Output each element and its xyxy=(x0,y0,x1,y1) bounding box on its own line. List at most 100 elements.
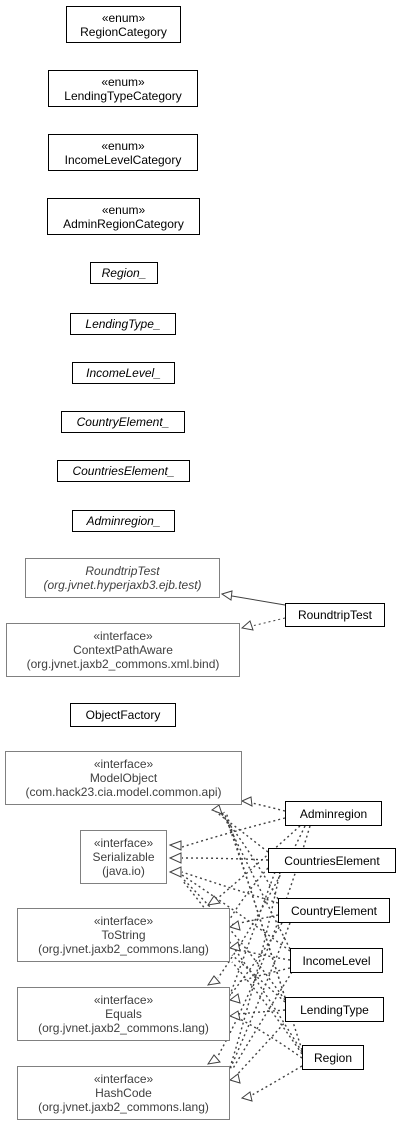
box-line: Region_ xyxy=(101,266,147,280)
box-line: Equals xyxy=(105,1007,142,1021)
box-line: «enum» xyxy=(101,74,145,89)
box-line: «interface» xyxy=(93,629,153,643)
box-line: LendingType xyxy=(300,1002,369,1017)
box-line: (org.jvnet.jaxb2_commons.lang) xyxy=(38,1021,209,1035)
box-line: ModelObject xyxy=(89,771,158,785)
box-line: «interface» xyxy=(93,757,154,771)
enum-income-level-category[interactable]: «enum»IncomeLevelCategory xyxy=(48,134,198,171)
box-line: ToString xyxy=(101,928,146,942)
box-line: RoundtripTest xyxy=(85,564,160,578)
edge-region-modelobject xyxy=(225,811,303,1051)
edge-countrieselement-modelobject xyxy=(215,811,269,853)
class-region-meta[interactable]: Region_ xyxy=(90,262,158,284)
arrowhead-serializable-2 xyxy=(168,852,182,864)
arrowhead-contextpathaware xyxy=(240,620,254,631)
box-line: Serializable xyxy=(92,850,155,864)
interface-model-object[interactable]: «interface»ModelObject(com.hack23.cia.mo… xyxy=(5,751,242,805)
edge-countryelement-equals xyxy=(227,922,283,999)
edge-incomelevel-tostring xyxy=(231,947,291,961)
enum-region-category[interactable]: «enum»RegionCategory xyxy=(66,6,181,43)
arrowhead-tostring-top xyxy=(206,895,221,906)
arrowhead-equals-2 xyxy=(228,1010,241,1021)
edge-implements-contextpathaware xyxy=(251,617,286,627)
arrowhead-tostring-2 xyxy=(228,941,241,952)
arrowhead-tostring-1 xyxy=(228,920,241,931)
box-line: «interface» xyxy=(93,914,154,928)
edge-countrieselement-serializable xyxy=(181,857,269,861)
box-line: CountriesElement xyxy=(284,853,380,868)
box-line: IncomeLevel xyxy=(302,953,371,968)
enum-admin-region-category[interactable]: «enum»AdminRegionCategory xyxy=(47,198,200,235)
class-income-level[interactable]: IncomeLevel xyxy=(290,948,383,973)
enum-lending-type-category[interactable]: «enum»LendingTypeCategory xyxy=(48,70,198,107)
box-line: (java.io) xyxy=(102,864,145,878)
class-region[interactable]: Region xyxy=(302,1045,364,1070)
edge-incomelevel-modelobject xyxy=(221,811,291,950)
box-line: AdminRegionCategory xyxy=(63,216,184,231)
edge-lendingtype-tostring xyxy=(231,954,286,1003)
box-line: «enum» xyxy=(101,202,146,217)
interface-equals[interactable]: «interface»Equals(org.jvnet.jaxb2_common… xyxy=(17,987,230,1041)
class-lending-type[interactable]: LendingType xyxy=(285,997,384,1022)
edge-incomelevel-equals xyxy=(237,967,291,983)
arrowhead-equals-top xyxy=(206,975,221,986)
box-line: IncomeLevelCategory xyxy=(64,152,182,167)
arrowhead-modelobject-2 xyxy=(210,804,223,815)
arrowhead-equals-1 xyxy=(228,993,241,1004)
box-line: Region xyxy=(313,1050,353,1065)
class-income-level-meta[interactable]: IncomeLevel_ xyxy=(72,362,175,384)
box-line: (com.hack23.cia.model.common.api) xyxy=(25,785,222,799)
edge-adminregion-serializable xyxy=(181,817,286,848)
class-object-factory[interactable]: ObjectFactory xyxy=(70,703,176,727)
arrowhead-hashcode-2 xyxy=(240,1091,253,1102)
edge-region-equals xyxy=(237,1017,303,1059)
box-line: LendingTypeCategory xyxy=(64,88,182,103)
edge-adminregion-modelobject xyxy=(251,802,286,812)
interface-context-path-aware[interactable]: «interface»ContextPathAware(org.jvnet.ja… xyxy=(6,623,240,677)
box-line: «enum» xyxy=(101,138,145,153)
edge-countrieselement-equals xyxy=(225,871,276,1007)
box-line: (org.jvnet.jaxb2_commons.lang) xyxy=(38,942,209,956)
class-lending-type-meta[interactable]: LendingType_ xyxy=(70,313,176,335)
class-adminregion[interactable]: Adminregion xyxy=(285,801,382,826)
box-line: ContextPathAware xyxy=(73,643,173,657)
box-line: «interface» xyxy=(93,836,154,850)
interface-serializable[interactable]: «interface»Serializable(java.io) xyxy=(80,830,167,884)
class-roundtrip-test-base[interactable]: RoundtripTest(org.jvnet.hyperjaxb3.ejb.t… xyxy=(25,558,220,598)
interface-to-string[interactable]: «interface»ToString(org.jvnet.jaxb2_comm… xyxy=(17,908,230,962)
box-line: Adminregion_ xyxy=(86,514,161,528)
box-line: CountryElement xyxy=(290,903,378,918)
arrowhead-serializable-1 xyxy=(168,840,182,851)
box-line: (org.jvnet.jaxb2_commons.xml.bind) xyxy=(26,657,220,671)
box-line: RoundtripTest xyxy=(297,608,373,622)
arrowhead-roundtriptest-base xyxy=(220,590,233,601)
edge-extends-roundtriptest xyxy=(231,595,286,606)
class-roundtrip-test[interactable]: RoundtripTest xyxy=(285,603,385,627)
box-line: RegionCategory xyxy=(80,24,167,39)
box-line: «interface» xyxy=(93,1072,154,1086)
box-line: (org.jvnet.jaxb2_commons.lang) xyxy=(38,1100,209,1114)
arrowhead-hashcode-top xyxy=(206,1054,221,1065)
box-line: IncomeLevel_ xyxy=(86,366,161,380)
arrowhead-serializable-3 xyxy=(168,866,182,878)
class-countries-element-meta[interactable]: CountriesElement_ xyxy=(57,460,190,482)
edge-countrieselement-hashcode xyxy=(225,871,281,1081)
class-adminregion-meta[interactable]: Adminregion_ xyxy=(72,510,175,532)
class-country-element-meta[interactable]: CountryElement_ xyxy=(61,411,185,433)
edge-adminregion-tostring xyxy=(217,825,301,899)
interface-hash-code[interactable]: «interface»HashCode(org.jvnet.jaxb2_comm… xyxy=(17,1066,230,1120)
class-country-element[interactable]: CountryElement xyxy=(278,898,390,923)
edge-adminregion-hashcode xyxy=(217,825,311,1057)
edge-region-hashcode xyxy=(251,1065,303,1096)
arrowhead-modelobject xyxy=(240,796,253,807)
edge-region-tostring xyxy=(231,961,303,1055)
box-line: HashCode xyxy=(95,1086,152,1100)
box-line: (org.jvnet.hyperjaxb3.ejb.test) xyxy=(43,578,202,592)
class-countries-element[interactable]: CountriesElement xyxy=(268,848,396,873)
edge-countryelement-serializable xyxy=(181,871,279,904)
box-line: CountryElement_ xyxy=(76,415,170,429)
box-line: CountriesElement_ xyxy=(72,464,175,478)
box-line: ObjectFactory xyxy=(85,708,161,722)
edge-region-serializable xyxy=(181,879,303,1053)
box-line: Adminregion xyxy=(299,806,368,821)
